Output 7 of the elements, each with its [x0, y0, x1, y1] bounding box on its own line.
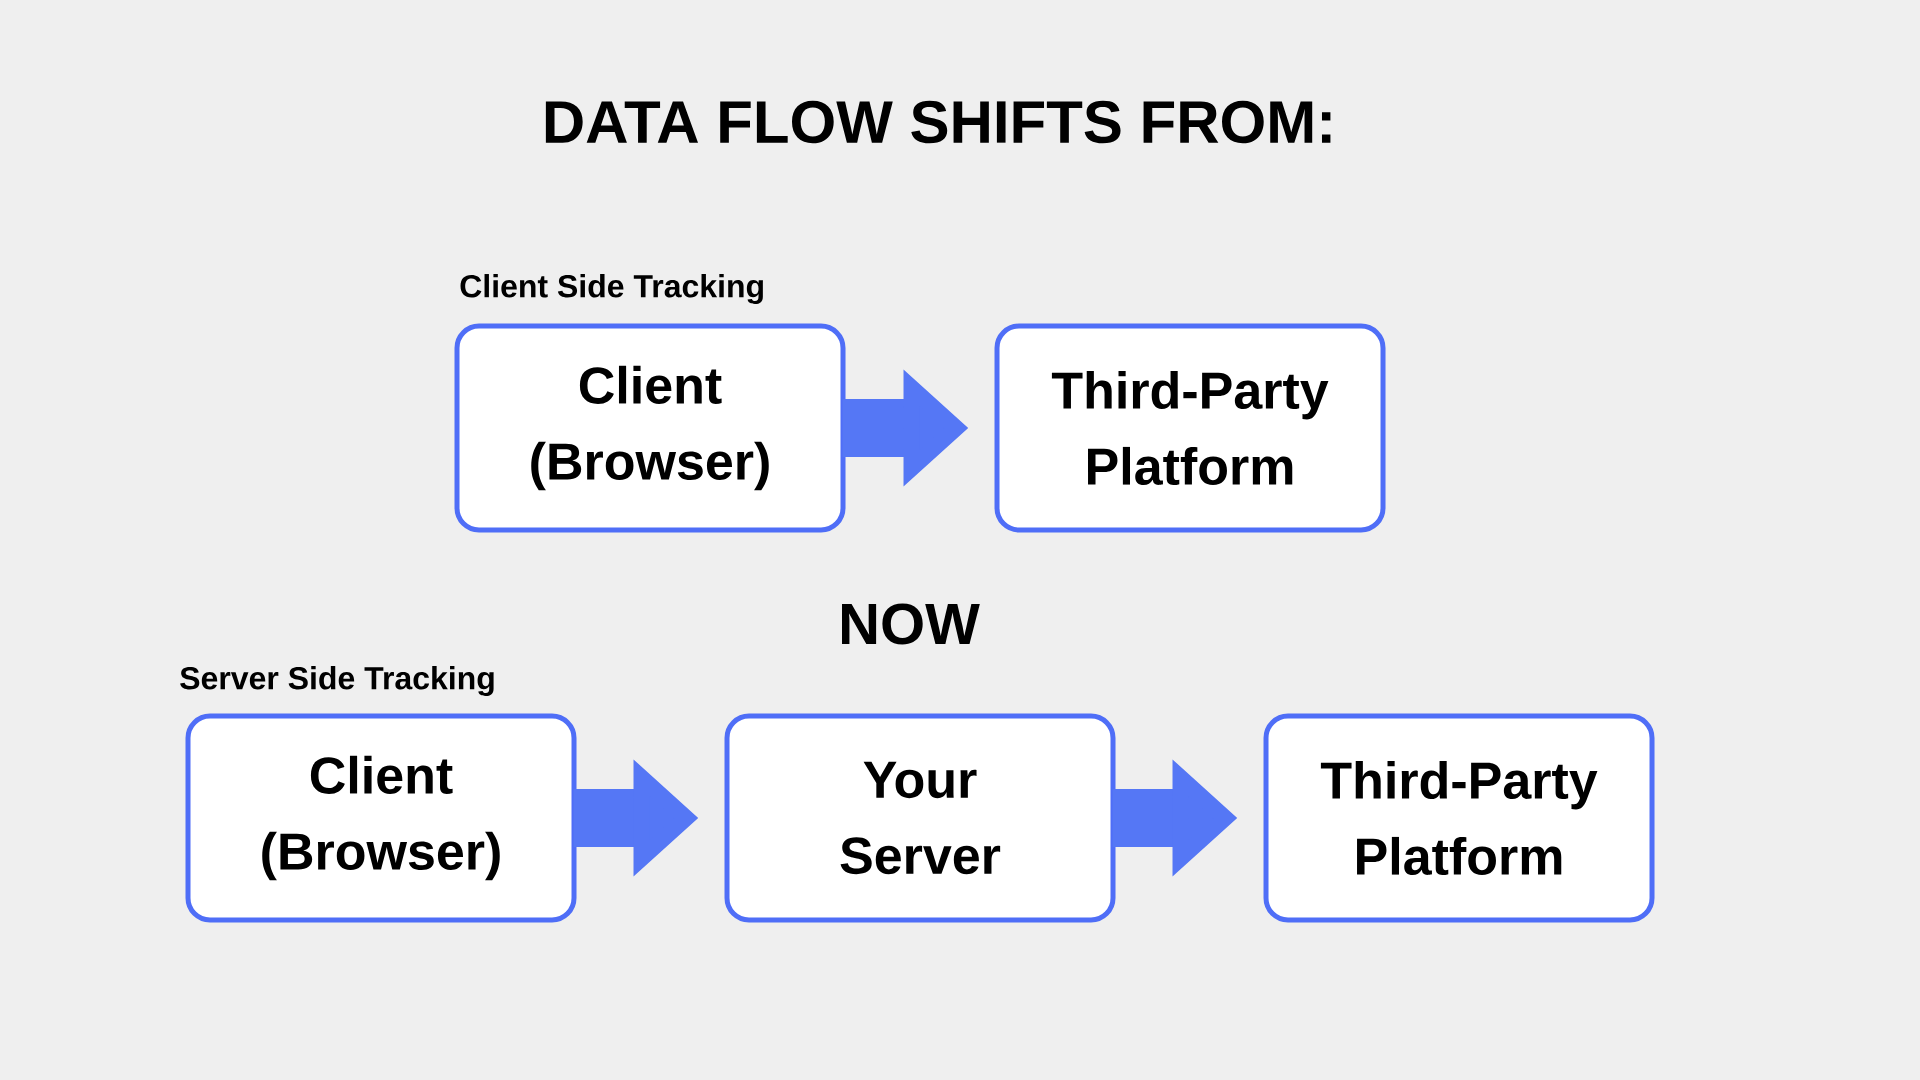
title: DATA FLOW SHIFTS FROM: [545, 100, 1331, 144]
process-box: Your Server [724, 713, 1116, 923]
section-heading: NOW [842, 603, 980, 645]
process-box: Third-Party Platform [1263, 713, 1655, 923]
process-box: Third-Party Platform [994, 323, 1386, 533]
process-box: Client (Browser) [185, 713, 577, 923]
process-box: Client (Browser) [454, 323, 846, 533]
